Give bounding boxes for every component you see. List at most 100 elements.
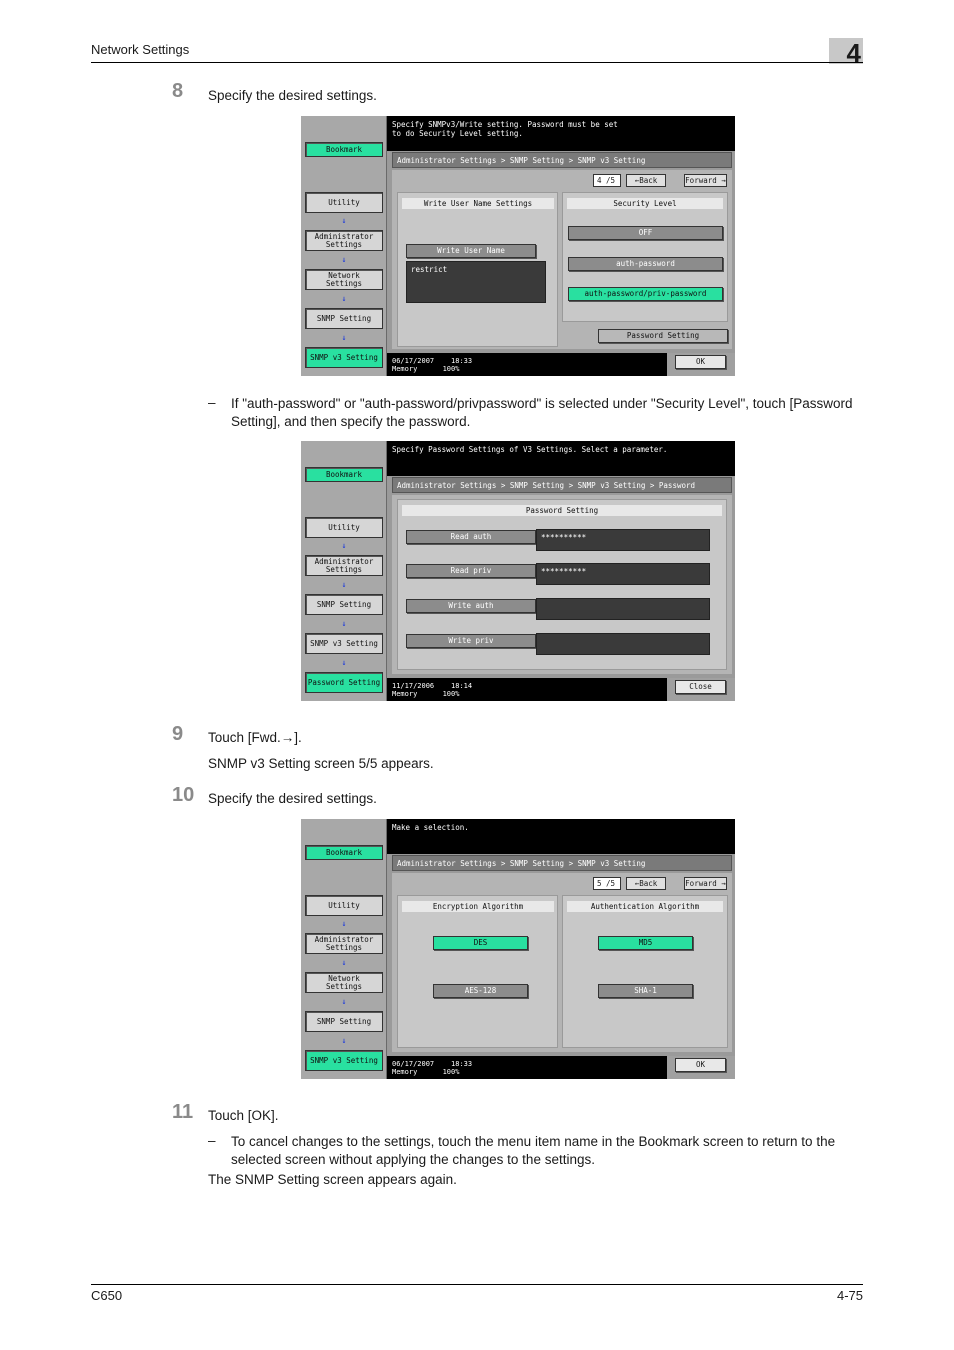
down-arrow-icon: ↓ — [341, 294, 347, 303]
write-user-name-button[interactable]: Write User Name — [406, 244, 536, 258]
side-utility[interactable]: Utility — [305, 517, 383, 538]
down-arrow-icon: ↓ — [341, 619, 347, 628]
running-header: Network Settings — [91, 42, 190, 57]
down-arrow-icon: ↓ — [341, 580, 347, 589]
read-auth-value: ********** — [536, 529, 710, 551]
forward-button[interactable]: Forward → — [684, 174, 727, 187]
footer-rule — [91, 1284, 863, 1285]
password-setting-button[interactable]: Password Setting — [598, 329, 728, 343]
ok-button[interactable]: OK — [675, 1058, 726, 1072]
step-10-text: Specify the desired settings. — [208, 791, 377, 806]
sidebar: Bookmark Utility ↓ Administrator Setting… — [301, 441, 387, 701]
note-dash: – — [208, 395, 216, 410]
step-11-note: To cancel changes to the settings, touch… — [231, 1134, 836, 1167]
panel-header: Encryption Algorithm — [402, 901, 554, 912]
footer-model: C650 — [91, 1288, 123, 1303]
side-utility[interactable]: Utility — [305, 895, 383, 916]
step-11-result: The SNMP Setting screen appears again. — [208, 1172, 457, 1187]
step-8-number: 8 — [172, 80, 184, 102]
security-level-panel: Security Level OFF auth-password auth-pa… — [562, 192, 728, 322]
write-auth-value — [536, 598, 710, 620]
panel-header: Write User Name Settings — [402, 198, 554, 209]
write-auth-button[interactable]: Write auth — [406, 599, 536, 613]
write-priv-button[interactable]: Write priv — [406, 634, 536, 648]
back-button[interactable]: ←Back — [626, 174, 666, 187]
side-network-settings[interactable]: Network Settings — [305, 269, 383, 290]
side-password-setting[interactable]: Password Setting — [305, 672, 383, 693]
note-dash: – — [208, 1133, 216, 1148]
status-bar: 06/17/2007 18:33 Memory 100% — [387, 353, 667, 376]
close-button[interactable]: Close — [675, 680, 726, 694]
side-snmp-setting[interactable]: SNMP Setting — [305, 594, 383, 615]
side-admin-settings[interactable]: Administrator Settings — [305, 555, 383, 576]
status-bar: 11/17/2006 18:14 Memory 100% — [387, 678, 667, 701]
side-snmp-v3-setting[interactable]: SNMP v3 Setting — [305, 633, 383, 654]
down-arrow-icon: ↓ — [341, 958, 347, 967]
down-arrow-icon: ↓ — [341, 658, 347, 667]
side-snmp-setting[interactable]: SNMP Setting — [305, 1011, 383, 1032]
side-utility[interactable]: Utility — [305, 192, 383, 213]
header-rule — [91, 62, 863, 63]
read-auth-button[interactable]: Read auth — [406, 530, 536, 544]
footer-page-number: 4-75 — [836, 1288, 863, 1303]
user-name-value: restrict — [406, 261, 546, 303]
bookmark-button[interactable]: Bookmark — [305, 845, 383, 860]
encryption-panel: Encryption Algorithm DES AES-128 — [397, 895, 558, 1048]
screen-snmp-v3-4of5: Bookmark Utility ↓ Administrator Setting… — [301, 116, 735, 376]
write-priv-value — [536, 633, 710, 655]
panel-header: Security Level — [567, 198, 723, 209]
step-11-text: Touch [OK]. — [208, 1108, 279, 1123]
sidebar: Bookmark Utility ↓ Administrator Setting… — [301, 819, 387, 1079]
sidebar: Bookmark Utility ↓ Administrator Setting… — [301, 116, 387, 376]
page-indicator: 4 /5 — [593, 174, 621, 187]
settings-panel: 5 /5 ←Back Forward → Encryption Algorith… — [392, 873, 732, 1052]
sha-1-button[interactable]: SHA-1 — [598, 984, 693, 998]
forward-button[interactable]: Forward → — [684, 877, 727, 890]
des-button[interactable]: DES — [433, 936, 528, 950]
side-network-settings[interactable]: Network Settings — [305, 972, 383, 993]
screen-snmp-v3-5of5: Bookmark Utility ↓ Administrator Setting… — [301, 819, 735, 1079]
write-user-panel: Write User Name Settings Write User Name… — [397, 192, 558, 347]
step-10-number: 10 — [172, 784, 195, 806]
panel-header: Authentication Algorithm — [567, 901, 723, 912]
step-9-text: Touch [Fwd.→]. — [208, 730, 302, 745]
down-arrow-icon: ↓ — [341, 255, 347, 264]
panel-header: Password Setting — [402, 505, 722, 516]
read-priv-value: ********** — [536, 563, 710, 585]
read-priv-button[interactable]: Read priv — [406, 564, 536, 578]
down-arrow-icon: ↓ — [341, 333, 347, 342]
authentication-panel: Authentication Algorithm MD5 SHA-1 — [562, 895, 728, 1048]
ok-button[interactable]: OK — [675, 355, 726, 369]
step-8-text: Specify the desired settings. — [208, 88, 377, 103]
page-indicator: 5 /5 — [593, 877, 621, 890]
side-admin-settings[interactable]: Administrator Settings — [305, 933, 383, 954]
step-9-number: 9 — [172, 723, 184, 745]
side-snmp-v3-setting[interactable]: SNMP v3 Setting — [305, 347, 383, 368]
bookmark-button[interactable]: Bookmark — [305, 142, 383, 157]
step-11-number: 11 — [172, 1101, 194, 1123]
breadcrumb: Administrator Settings > SNMP Setting > … — [392, 477, 732, 506]
bookmark-button[interactable]: Bookmark — [305, 467, 383, 482]
settings-panel: 4 /5 ←Back Forward → Write User Name Set… — [392, 170, 732, 349]
aes-128-button[interactable]: AES-128 — [433, 984, 528, 998]
step-9-result: SNMP v3 Setting screen 5/5 appears. — [208, 756, 434, 771]
message-bar: Make a selection. — [387, 819, 735, 854]
level-auth-password-button[interactable]: auth-password — [568, 257, 723, 271]
status-bar: 06/17/2007 18:33 Memory 100% — [387, 1056, 667, 1079]
md5-button[interactable]: MD5 — [598, 936, 693, 950]
down-arrow-icon: ↓ — [341, 541, 347, 550]
side-snmp-v3-setting[interactable]: SNMP v3 Setting — [305, 1050, 383, 1071]
note-text: If "auth-password" or "auth-password/pri… — [231, 396, 853, 429]
down-arrow-icon: ↓ — [341, 919, 347, 928]
down-arrow-icon: ↓ — [341, 997, 347, 1006]
down-arrow-icon: ↓ — [341, 1036, 347, 1045]
side-admin-settings[interactable]: Administrator Settings — [305, 230, 383, 251]
back-button[interactable]: ←Back — [626, 877, 666, 890]
password-panel: Password Setting Read auth ********** Re… — [397, 499, 727, 670]
level-off-button[interactable]: OFF — [568, 226, 723, 240]
message-bar: Specify Password Settings of V3 Settings… — [387, 441, 735, 476]
settings-panel: Password Setting Read auth ********** Re… — [392, 495, 732, 674]
breadcrumb: Administrator Settings > SNMP Setting > … — [392, 152, 732, 168]
side-snmp-setting[interactable]: SNMP Setting — [305, 308, 383, 329]
level-auth-priv-password-button[interactable]: auth-password/priv-password — [568, 287, 723, 301]
